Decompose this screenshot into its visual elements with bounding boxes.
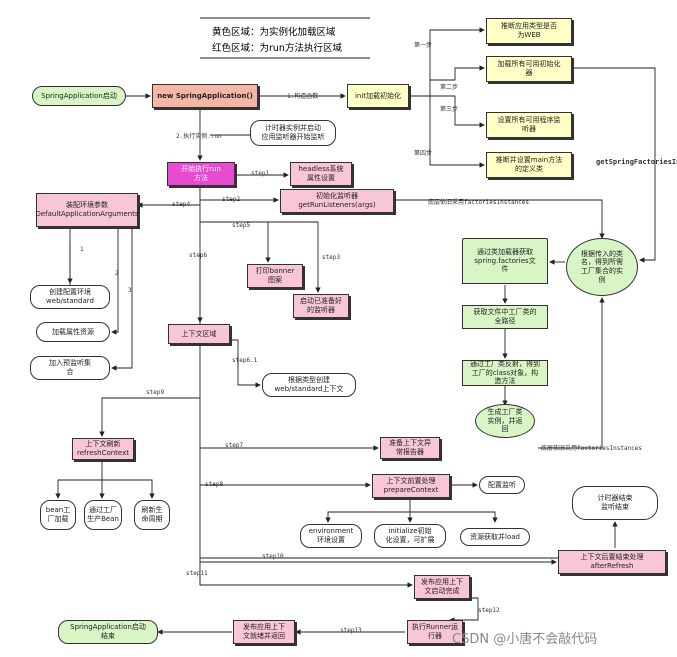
add-listener-node: 加入预监听集 合 — [30, 356, 110, 380]
edge-factories-1 — [395, 199, 605, 239]
gen-instance-node: 生成工厂类 实例，并返 回 — [475, 404, 535, 438]
label-step2: step2 — [222, 196, 241, 203]
label-step2-run: 2.执行实例.run — [176, 133, 222, 140]
initialize-node: initialize初始 化设置，可扩展 — [374, 524, 446, 548]
edge-pre-env — [325, 497, 411, 523]
timer-end-node: 计时器结束 监听结束 — [572, 486, 658, 520]
bean-load-node: bean工 厂加载 — [40, 500, 76, 530]
init-node: init加载初始化 — [347, 84, 409, 108]
pre-ctx-node: 上下文前置处理 prepareContext — [372, 474, 450, 498]
edge-step3 — [268, 221, 321, 293]
label-s2: 第二步 — [440, 84, 459, 91]
end-node: SpringApplication启动 结束 — [58, 620, 158, 644]
label-step1: step1 — [251, 170, 270, 177]
config-listener-node: 配置监听 — [479, 476, 525, 494]
timer-start-node: 计时器实例并启动 应用监听器开始监听 — [250, 120, 336, 146]
label-s1: 第一步 — [414, 42, 433, 49]
legend-yellow: 黄色区域：为实例化加载区域 — [212, 27, 336, 38]
label-step13: step13 — [340, 627, 362, 634]
label-n1: 1 — [80, 246, 84, 253]
runner-node: 执行Runner运 行器 — [407, 620, 463, 644]
label-step9: step9 — [146, 389, 165, 396]
env-set-node: environment 环境设置 — [300, 524, 362, 548]
infer-web-node: 推断应用类型是否 为WEB — [486, 18, 572, 44]
edge-gsfi — [572, 67, 656, 263]
infer-ctx-node: 根据类型创建 web/standard上下文 — [262, 373, 356, 397]
res-load-node: 资源获取并load — [460, 528, 530, 546]
reflect-node: 通过工厂类反射，得到 工厂的class对象，构 造方法 — [462, 360, 548, 386]
label-step6: step6 — [189, 252, 208, 259]
load-initializers-node: 加载所有可用初始化 器 — [486, 56, 572, 82]
refresh-node: 上下文刷新 refreshContext — [72, 438, 134, 460]
env-node: 装配环境参数 DefaultApplicationArguments — [35, 193, 139, 227]
factories-circle-node: 根据传入的类 名，得到所需 工厂集合的实 例 — [566, 238, 638, 296]
label-n2: 2 — [115, 270, 119, 277]
label-step3: step3 — [322, 254, 341, 261]
label-gsfi: getSpringFactoriesIns — [596, 158, 677, 166]
refresh-life-node: 刷新生 命周期 — [134, 500, 170, 530]
legend-red: 红色区域：为run方法执行区域 — [212, 43, 342, 54]
edge-init-listeners — [430, 95, 485, 128]
label-step5: step5 — [232, 222, 251, 229]
label-s4: 第四步 — [414, 150, 433, 157]
load-props-node: 加载属性资源 — [36, 322, 110, 342]
label-step10: step10 — [262, 553, 284, 560]
headless-node: headless系统 属性设置 — [290, 162, 352, 186]
edge-env-props — [105, 224, 119, 335]
get-listeners-node: 初始化监听器 getRunListeners(args) — [280, 189, 394, 213]
infer-main-node: 推断并设置main方法 的定义类 — [486, 152, 572, 178]
label-step12: step12 — [478, 607, 500, 614]
edge-step61 — [230, 339, 261, 388]
label-step8: step8 — [205, 481, 224, 488]
publish-ctx-node: 发布应用上下 文启动完成 — [414, 575, 470, 599]
prep-exc-node: 准备上下文异 常报告器 — [380, 437, 440, 459]
watermark: CSDN @小唐不会敲代码 — [452, 632, 598, 647]
edge-init-main — [429, 96, 485, 168]
edge-step11 — [199, 575, 413, 588]
run-node: 开始执行run 方法 — [167, 162, 235, 186]
edge-step10 — [200, 557, 561, 562]
edge-refresh-bean — [55, 460, 103, 499]
label-step1-ctor: 1.构造函数 — [287, 93, 319, 100]
publish-end-node: 发布应用上下 文就绪并返回 — [233, 620, 295, 644]
label-bottom-factories-1: 底层依旧采用factoriesInstances — [428, 199, 530, 206]
edge-env-add — [111, 221, 133, 371]
set-listeners-node: 设置所有可用程序监 听器 — [486, 112, 572, 138]
context-area-node: 上下文区域 — [168, 324, 230, 344]
edge-step9 — [99, 397, 200, 437]
start-listeners-node: 启动已准备好 的监听器 — [293, 294, 349, 318]
label-n3: 3 — [128, 287, 132, 294]
banner-node: 打印banner 图案 — [247, 264, 303, 288]
edge-step12 — [449, 597, 479, 623]
edge-init-web — [410, 27, 485, 97]
loader-node: 通过类加载器获取 spring.factories文 件 — [462, 238, 548, 284]
start-node: SpringApplication启动 — [32, 86, 126, 106]
new-app-node: new SpringApplication() — [152, 84, 258, 108]
label-s3: 第三步 — [440, 106, 459, 113]
label-step61: step6.1 — [232, 357, 258, 364]
gen-bean-node: 通过工厂 生产Bean — [84, 500, 122, 530]
label-step11: step11 — [186, 570, 208, 577]
class-path-node: 获取文件中工厂类的 全路径 — [462, 305, 548, 329]
label-step4: step4 — [172, 201, 191, 208]
edge-refresh-life — [102, 479, 155, 499]
create-env-node: 创建配置环境 web/standard — [30, 285, 110, 309]
label-step7: step7 — [225, 442, 244, 449]
after-refresh-node: 上下文后置结束处理 afterRefresh — [558, 550, 666, 574]
edge-init-initializers — [430, 65, 485, 81]
edge-factories-2 — [538, 297, 605, 449]
edge-pre-res — [410, 511, 498, 523]
label-bottom-factories-2: 底层依旧采用factoriesInstances — [541, 445, 643, 452]
